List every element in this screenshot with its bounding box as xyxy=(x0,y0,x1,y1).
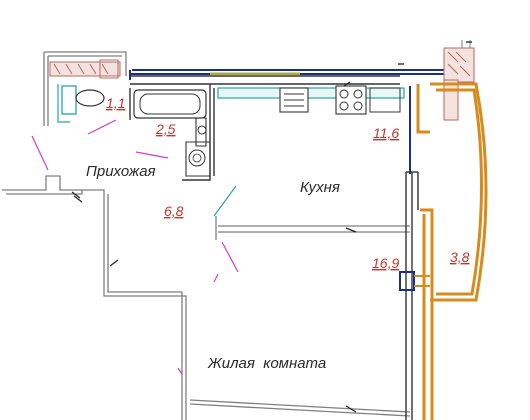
toilet-room xyxy=(57,84,105,123)
washing-machine xyxy=(185,141,211,177)
toilet-door xyxy=(87,119,117,135)
balcony-threshold xyxy=(414,275,430,287)
hallway-area: 6,8 xyxy=(164,203,184,219)
balcony-area: 3,8 xyxy=(450,249,470,265)
stove xyxy=(335,85,367,115)
kitchen-door xyxy=(213,185,237,217)
toilet-tank xyxy=(61,85,77,115)
kitchen-area: 11,6 xyxy=(373,125,399,141)
bathtub xyxy=(133,89,207,119)
toilet-bowl xyxy=(75,89,105,107)
brick-column xyxy=(49,59,121,79)
balcony-frame xyxy=(416,82,488,420)
kitchen-name: Кухня xyxy=(300,179,340,196)
bathroom xyxy=(133,89,211,177)
balcony-door-frame xyxy=(399,271,415,291)
entrance-door xyxy=(31,135,49,171)
living-door xyxy=(221,241,239,273)
bathroom-area: 2,5 xyxy=(155,121,176,137)
door-swings xyxy=(31,119,239,375)
wall-ticks xyxy=(71,41,472,413)
toilet-area: 1,1 xyxy=(106,95,125,111)
bathtub-inner xyxy=(139,93,201,115)
structural-walls xyxy=(129,75,419,420)
top-window xyxy=(129,69,444,174)
bathroom-door xyxy=(135,151,169,159)
exterior-walls xyxy=(2,51,411,420)
living-name: Жилая комната xyxy=(207,355,326,372)
sink xyxy=(195,117,207,147)
hallway-name: Прихожая xyxy=(86,163,156,180)
kitchen-counter xyxy=(217,85,405,115)
right-column xyxy=(443,40,475,121)
living-area: 16,9 xyxy=(372,255,399,271)
